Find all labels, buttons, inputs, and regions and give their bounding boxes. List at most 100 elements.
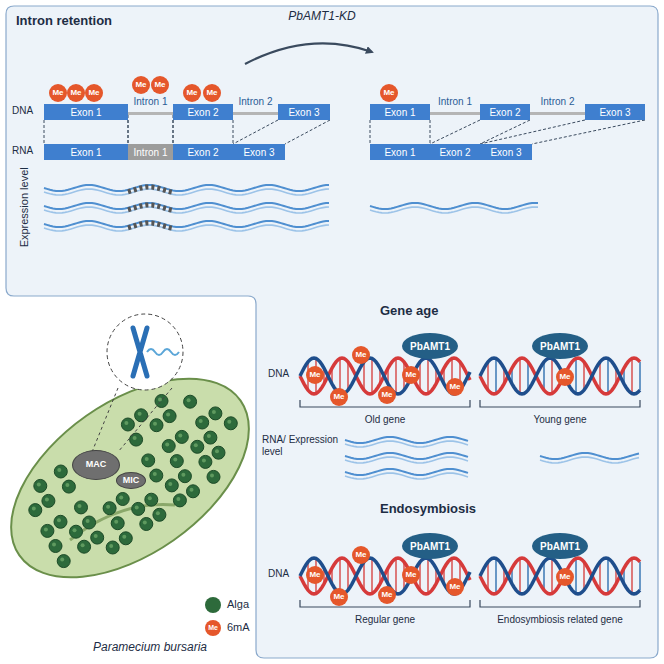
paramecium-cell [0, 314, 284, 618]
node-text: Me [355, 551, 366, 560]
methyl-6ma-dot: Me [446, 378, 464, 396]
methyl-6ma-dot: Me [402, 366, 420, 384]
node-text: Exon 1 [70, 107, 101, 118]
node-text: Exon 2 [187, 147, 218, 158]
legend-swatch [205, 597, 221, 613]
exon-box: Exon 2 [430, 144, 480, 160]
intron-segment: Intron 2 [233, 96, 278, 115]
exon-box: Exon 2 [173, 104, 233, 120]
node-text: Me [559, 573, 570, 582]
panel: Gene ageEndosymbiosisPbAMT1PbAMT1PbAMT1P… [256, 296, 658, 658]
methyl-6ma-dot: Me [352, 346, 370, 364]
node-text: Exon 2 [489, 107, 520, 118]
exon-box: Exon 3 [480, 144, 532, 160]
splice-connector [480, 120, 645, 144]
node-text: Exon 3 [490, 147, 521, 158]
node-text: MIC [123, 476, 140, 486]
node-text: Me [381, 591, 392, 600]
annotation-label: DNA [12, 105, 42, 117]
node-text: PbAMT1 [410, 541, 450, 552]
exon-box: Exon 1 [44, 104, 128, 120]
methyl-6ma-dot: Me [151, 76, 169, 94]
legend-swatch-text: Me [205, 620, 221, 636]
node-text: Me [206, 89, 217, 98]
exon-box: Exon 2 [480, 104, 530, 120]
pbamt1-enzyme: PbAMT1 [532, 333, 588, 359]
methyl-6ma-dot: Me [378, 386, 396, 404]
methyl-6ma-dot: Me [330, 388, 348, 406]
methyl-6ma-dot: Me [67, 84, 85, 102]
legend-text: 6mA [227, 621, 250, 633]
splice-connector [44, 120, 128, 144]
node-text: Exon 2 [439, 147, 470, 158]
annotation-label: Paramecium bursaria [50, 641, 250, 655]
annotation-label: Regular gene [300, 614, 470, 626]
node-text: Me [309, 371, 320, 380]
nucleus: MIC [116, 472, 146, 489]
methyl-6ma-dot: Me [132, 76, 150, 94]
node-text: Me [52, 89, 63, 98]
splice-connector [128, 115, 173, 144]
node-text: Me [449, 583, 460, 592]
node-text: Me [70, 89, 81, 98]
node-text: Exon 1 [384, 107, 415, 118]
knockdown-arrow [245, 43, 372, 64]
node-text: Exon 2 [187, 107, 218, 118]
splice-connector [370, 120, 430, 144]
node-text: Me [405, 571, 416, 580]
panel-title: Gene age [380, 304, 439, 318]
panel-title: Intron retention [16, 14, 112, 28]
methyl-6ma-dot: Me [330, 588, 348, 606]
annotation-label: Young gene [480, 414, 640, 426]
methyl-6ma-dot: Me [352, 546, 370, 564]
node-text: Intron 2 [239, 96, 273, 107]
node-text: Intron 1 [134, 96, 168, 107]
methyl-6ma-dot: Me [380, 84, 398, 102]
pbamt1-enzyme: PbAMT1 [402, 333, 458, 359]
node-text: PbAMT1 [540, 341, 580, 352]
node-text: Me [383, 89, 394, 98]
annotation-label: RNA/ Expression level [262, 434, 342, 457]
methyl-6ma-dot: Me [402, 566, 420, 584]
node-text: PbAMT1 [540, 541, 580, 552]
exon-box: Exon 2 [173, 144, 233, 160]
methyl-6ma-dot: Me [49, 84, 67, 102]
methyl-6ma-dot: Me [378, 586, 396, 604]
node-text: Exon 1 [384, 147, 415, 158]
methyl-6ma-dot: Me [203, 84, 221, 102]
gene-brackets [300, 400, 640, 607]
node-text: Me [154, 81, 165, 90]
node-text: Me [355, 351, 366, 360]
node-text: Intron 1 [438, 96, 472, 107]
node-text: Exon 3 [243, 147, 274, 158]
nucleus: MAC [72, 450, 120, 480]
annotation-label: DNA [268, 368, 298, 380]
intron-segment: Intron 1 [128, 96, 173, 115]
legend-text: Alga [227, 598, 249, 610]
node-text: Me [333, 593, 344, 602]
pbamt1-enzyme: PbAMT1 [402, 533, 458, 559]
node-text: Me [449, 383, 460, 392]
intron-segment: Intron 1 [430, 96, 480, 115]
exon-box: Exon 3 [278, 104, 330, 120]
annotation-label: RNA [12, 145, 42, 157]
retained-intron-box: Intron 1 [128, 144, 173, 160]
node-text: Me [186, 89, 197, 98]
splice-connector [173, 120, 233, 144]
node-text: Exon 3 [599, 107, 630, 118]
node-text: Intron 2 [541, 96, 575, 107]
methyl-6ma-dot: Me [556, 368, 574, 386]
panel-title: Endosymbiosis [380, 502, 476, 516]
node-text: MAC [86, 460, 107, 470]
node-text: Me [381, 391, 392, 400]
annotation-label: Expression level [18, 157, 31, 257]
node-text: Me [309, 571, 320, 580]
annotation-label: Old gene [300, 414, 470, 426]
annotation-label: Endosymbiosis related gene [465, 614, 655, 626]
methyl-6ma-dot: Me [306, 366, 324, 384]
exon-box: Exon 3 [233, 144, 285, 160]
exon-box: Exon 1 [370, 144, 430, 160]
node-text: Exon 1 [70, 147, 101, 158]
methyl-6ma-dot: Me [556, 568, 574, 586]
node-text: PbAMT1 [410, 341, 450, 352]
